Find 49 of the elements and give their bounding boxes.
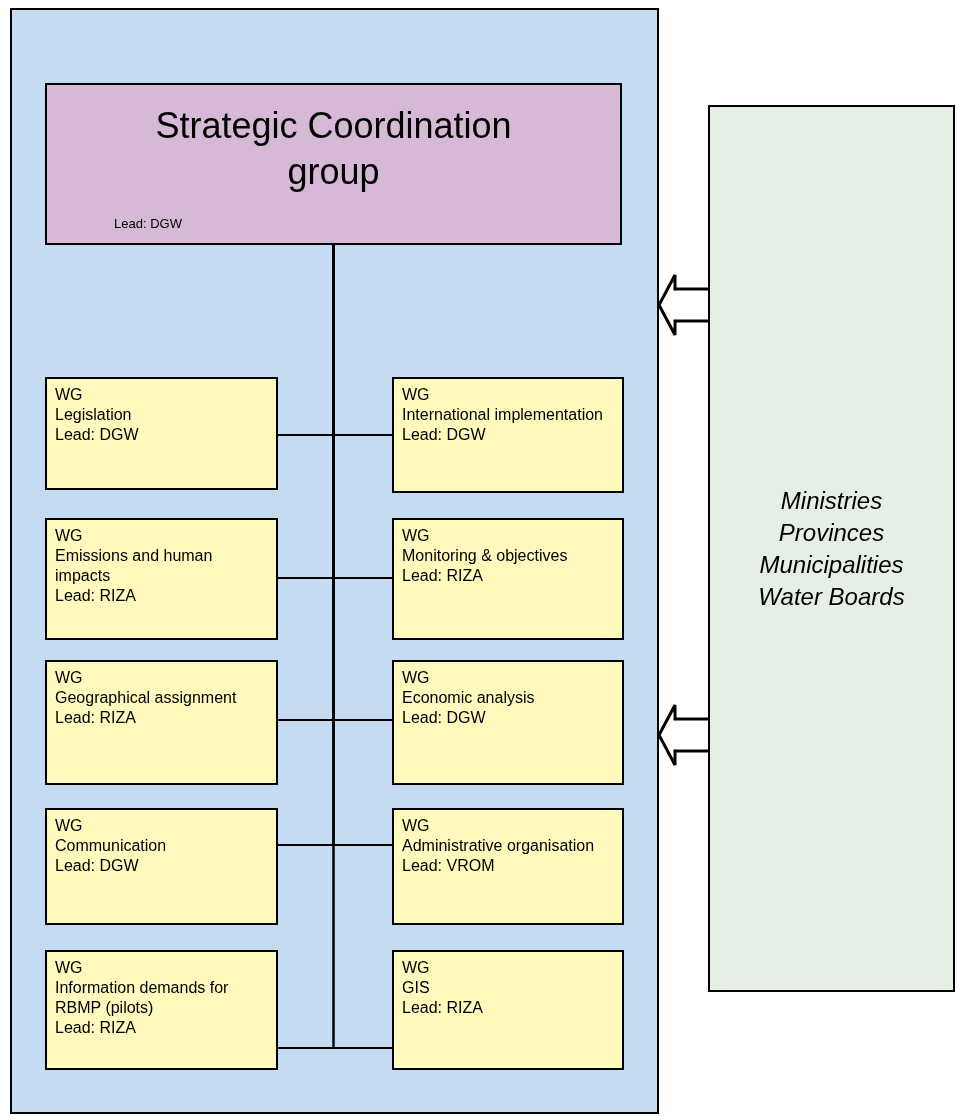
group-name: International implementation — [402, 405, 603, 425]
lead-text: Lead: RIZA — [55, 708, 136, 728]
organisation-name: Ministries — [780, 485, 883, 516]
lead-text: Lead: DGW — [55, 856, 139, 876]
organisation-name: Water Boards — [758, 581, 905, 612]
group-label: WG — [55, 958, 83, 978]
group-label: WG — [55, 816, 83, 836]
working-group-box — [392, 518, 624, 640]
group-label: WG — [55, 526, 83, 546]
organisations-panel — [708, 105, 955, 992]
group-label: WG — [55, 668, 83, 688]
lead-text: Lead: DGW — [55, 425, 139, 445]
lead-text: Lead: RIZA — [402, 566, 483, 586]
lead-text: Lead: DGW — [402, 425, 486, 445]
group-label: WG — [402, 526, 430, 546]
lead-text: Lead: DGW — [402, 708, 486, 728]
working-group-box — [45, 518, 278, 640]
group-label: WG — [402, 958, 430, 978]
lead-text: Lead: DGW — [114, 214, 182, 233]
group-label: WG — [402, 385, 430, 405]
working-group-box — [45, 950, 278, 1070]
group-name: Geographical assignment — [55, 688, 237, 708]
organisation-name: Municipalities — [759, 549, 904, 580]
working-group-box — [392, 950, 624, 1070]
lead-text: Lead: VROM — [402, 856, 495, 876]
group-name: Communication — [55, 836, 167, 856]
group-name: Administrative organisation — [402, 836, 595, 856]
lead-text: Lead: RIZA — [55, 1018, 136, 1038]
group-label: WG — [55, 385, 83, 405]
group-name: Economic analysis — [402, 688, 535, 708]
group-name: Emissions and human impacts — [55, 546, 214, 586]
group-title: Strategic Coordination group — [154, 104, 513, 194]
group-name: Legislation — [55, 405, 132, 425]
working-group-box — [392, 377, 624, 493]
group-name: Information demands for RBMP (pilots) — [55, 978, 230, 1018]
group-name: Monitoring & objectives — [402, 546, 568, 566]
working-group-box — [45, 808, 278, 925]
lead-text: Lead: RIZA — [402, 998, 483, 1018]
working-group-box — [392, 808, 624, 925]
coordination-box — [45, 83, 622, 245]
working-group-box — [45, 660, 278, 785]
group-panel — [10, 8, 659, 1114]
group-name: GIS — [402, 978, 430, 998]
group-label: WG — [402, 816, 430, 836]
working-group-box — [45, 377, 278, 490]
lead-text: Lead: RIZA — [55, 586, 136, 606]
working-group-box — [392, 660, 624, 785]
group-label: WG — [402, 668, 430, 688]
organisation-name: Provinces — [778, 517, 885, 548]
